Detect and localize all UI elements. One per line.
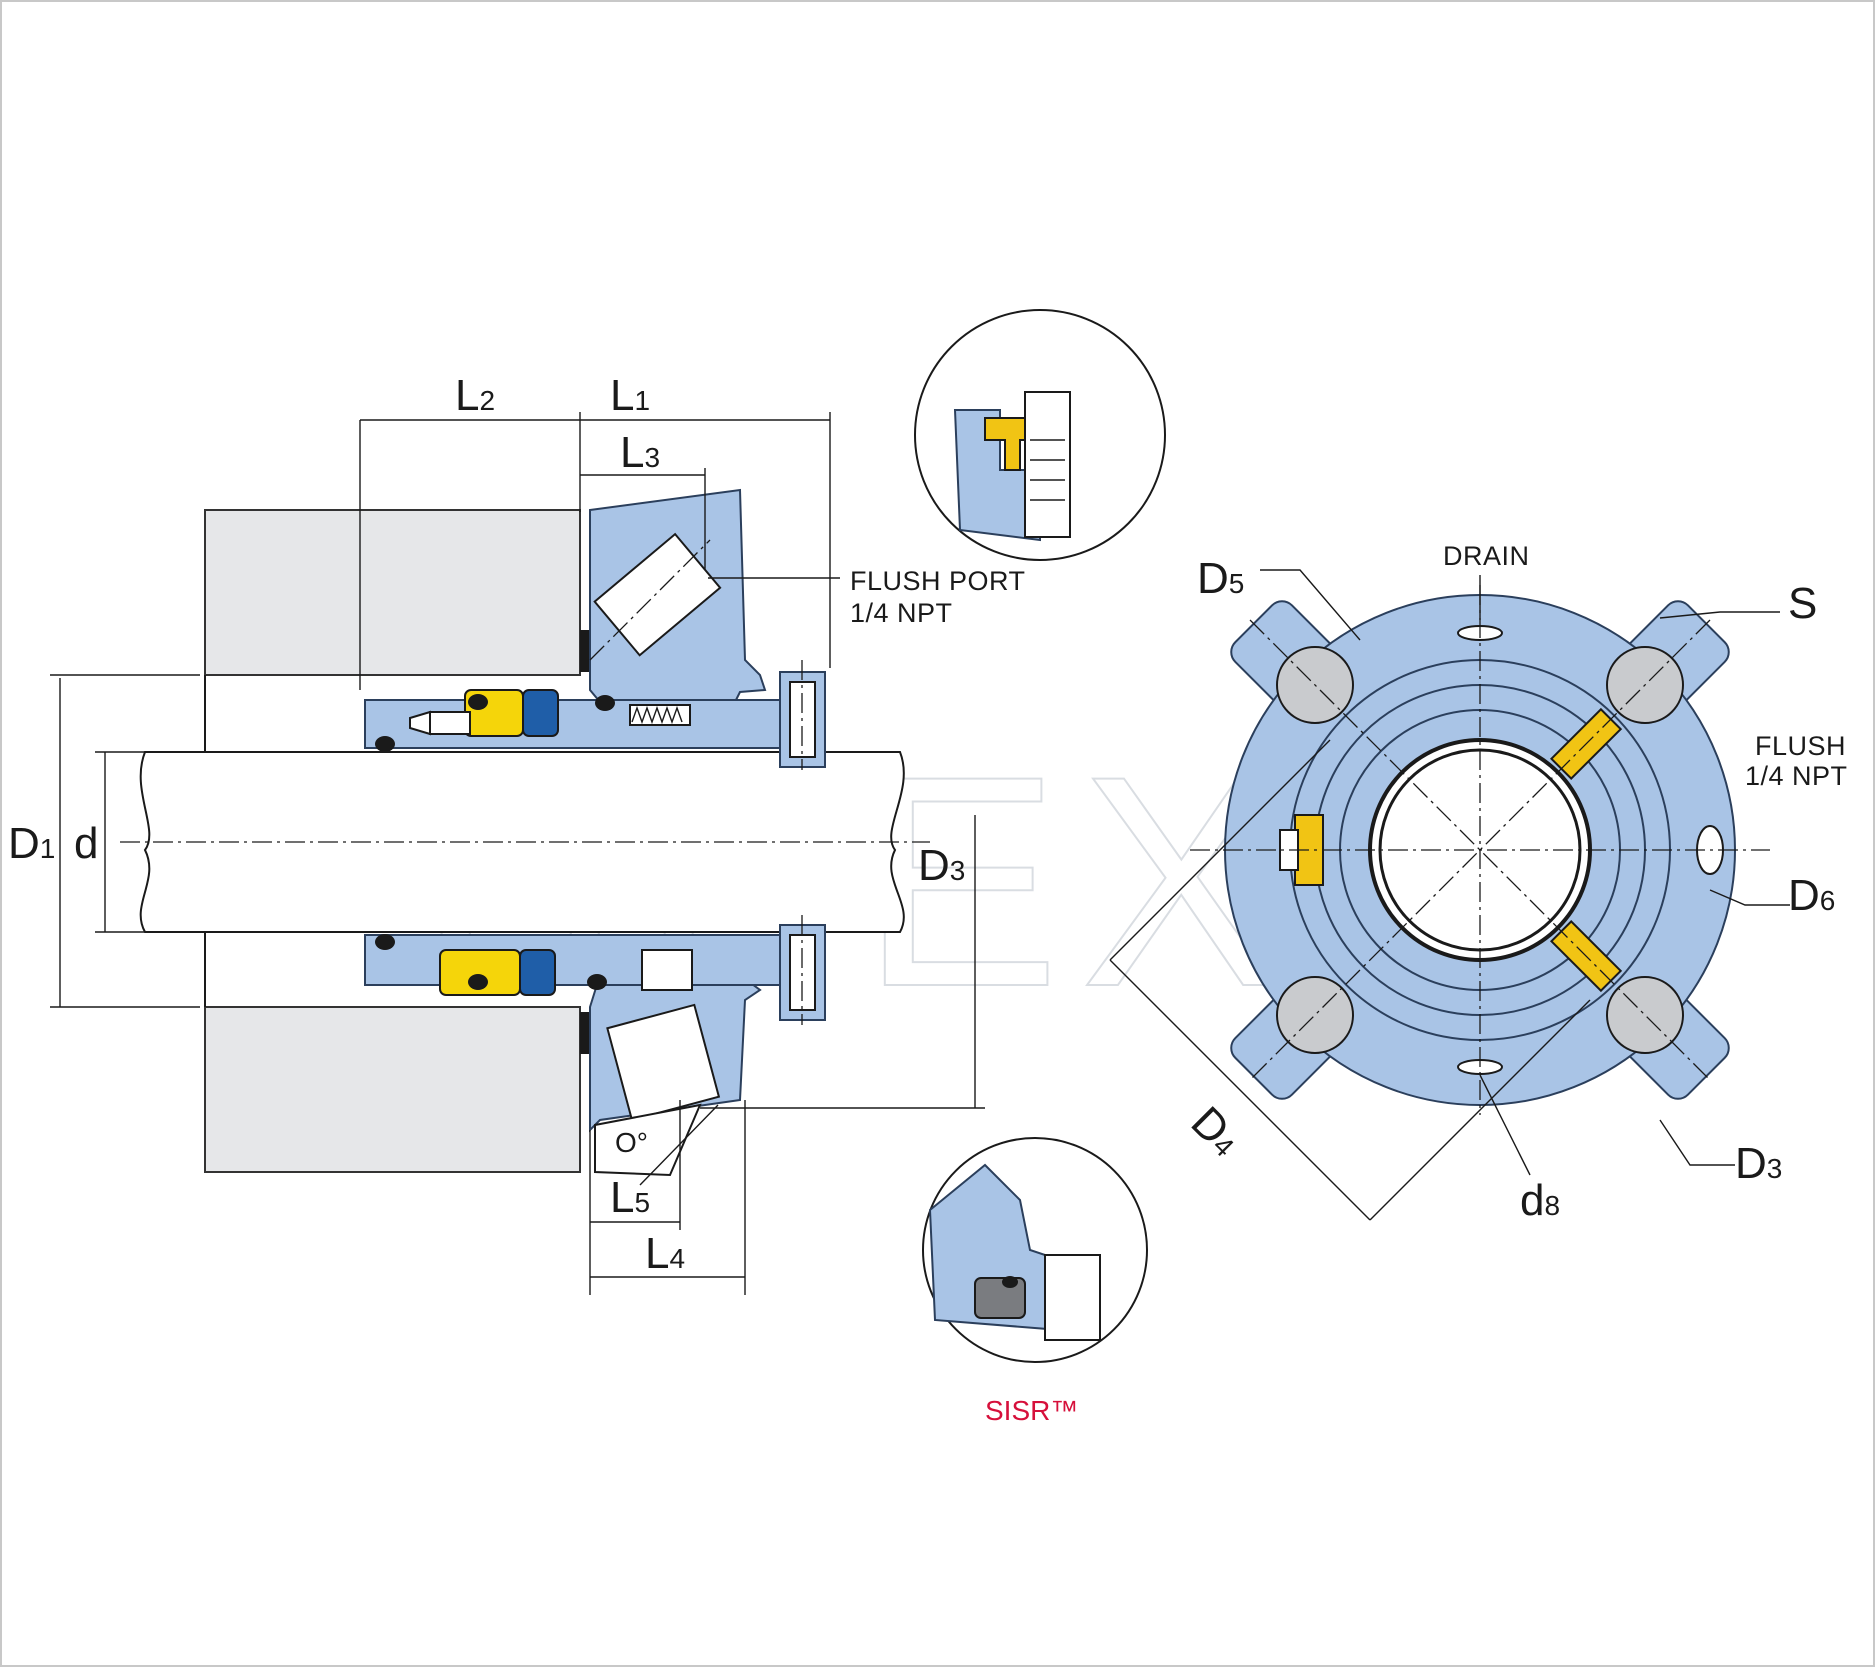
l3-label: L3 (620, 428, 660, 477)
spring-coils (631, 705, 683, 725)
d1-label: D1 (8, 819, 55, 868)
detail-circle-bottom (922, 1137, 1148, 1363)
s-label: S (1788, 579, 1817, 628)
oring-upper-1 (375, 736, 395, 752)
angle-label: O° (615, 1127, 648, 1158)
detail-bottom-clip (1044, 1254, 1101, 1341)
dimensions-left: L2 L1 L3 FLUSH PORT 1/4 NPT D1 d D3 L5 L… (8, 371, 1026, 1295)
angle-leader (639, 1104, 719, 1186)
sisr-label: SISR™ (985, 1395, 1078, 1426)
flush-port-label-1: FLUSH PORT (850, 566, 1026, 596)
seal-face-upper (522, 689, 559, 737)
drive-pin-upper (429, 711, 471, 735)
oring-upper-3 (595, 695, 615, 711)
detail-bottom-oring (1002, 1276, 1018, 1288)
detail-top-screw (1024, 391, 1071, 538)
seal-face-lower (519, 949, 556, 996)
l5-label: L5 (610, 1173, 650, 1222)
d6-label: D6 (1788, 871, 1835, 920)
d4-ext-2 (1369, 999, 1591, 1221)
d3-right-leader (1659, 1119, 1735, 1166)
section-view (120, 420, 930, 1177)
setting-clip-lower-inner (789, 934, 816, 1011)
housing-lower (204, 1006, 581, 1173)
flush-port-boss-lower (606, 1003, 721, 1122)
flush-port-boss-upper (593, 532, 722, 657)
l1-label: L1 (610, 371, 650, 420)
d5-leader (1260, 569, 1361, 641)
d8-leader (1479, 1074, 1531, 1176)
d4-ext-1 (1109, 739, 1331, 961)
d4-dim-line (1109, 959, 1371, 1221)
d8-label: d8 (1520, 1176, 1560, 1225)
detail-bottom-seal (974, 1277, 1026, 1319)
l2-label: L2 (455, 371, 495, 420)
housing-upper (204, 509, 581, 676)
flush-port-centerline (589, 539, 711, 661)
d3-left-label: D3 (918, 841, 965, 890)
flush-label-2: 1/4 NPT (1745, 761, 1848, 791)
d5-label: D5 (1197, 554, 1244, 603)
drain-label: DRAIN (1443, 541, 1530, 571)
l4-label: L4 (645, 1229, 685, 1278)
detail-circle-top (914, 309, 1166, 561)
s-leader (1659, 611, 1780, 619)
d-label: d (74, 819, 98, 868)
oring-lower-1 (375, 934, 395, 950)
drive-pin-tip (409, 710, 431, 736)
d6-leader (1709, 889, 1790, 906)
oring-lower-3 (587, 974, 607, 990)
d3-right-label: D3 (1735, 1139, 1782, 1188)
detail-top-threads (1030, 439, 1065, 501)
gasket-lower (580, 1012, 589, 1054)
oring-lower-2 (468, 974, 488, 990)
centerline-diag-2 (1249, 619, 1711, 1081)
gasket-upper (580, 630, 589, 672)
front-view: DRAIN S D5 FLUSH 1/4 NPT D6 D4 d8 D3 (1109, 541, 1848, 1225)
lower-boss-cap (641, 949, 693, 991)
flange-arms (1190, 585, 1770, 1115)
lower-angle-wedge (594, 1103, 702, 1177)
centerline-diag-1 (1249, 619, 1711, 1081)
sleeve-lower (364, 934, 791, 986)
flush-port-label-2: 1/4 NPT (850, 598, 953, 628)
oring-upper-2 (468, 694, 488, 710)
flush-label-1: FLUSH (1755, 731, 1846, 761)
